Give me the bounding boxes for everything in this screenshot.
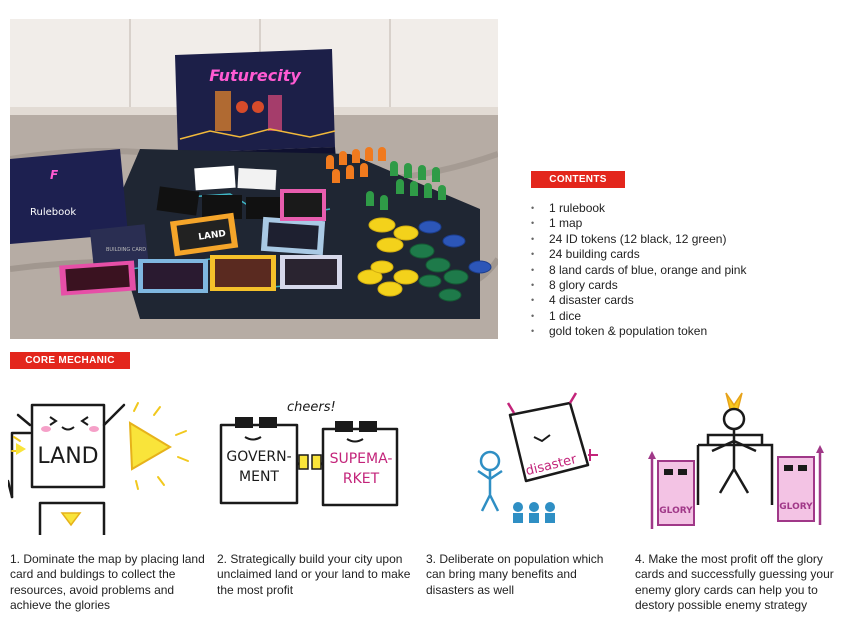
step-3-caption: 3. Deliberate on population which can br… <box>426 552 604 597</box>
box-title: Futurecity <box>209 66 301 85</box>
cheers-text: cheers! <box>287 400 336 415</box>
building-card-label: BUILDING CARD <box>106 247 146 253</box>
step-4-caption: 4. Make the most profit off the glory ca… <box>635 552 834 613</box>
step-1-caption: 1. Dominate the map by placing land card… <box>10 552 205 613</box>
board-game-photo: Futurecity Rulebook F BUILDING CARD LAND <box>10 19 498 339</box>
list-item: 4 disaster cards <box>531 293 746 309</box>
list-item: 1 rulebook <box>531 201 746 217</box>
population-disaster-illustration: disaster <box>477 392 598 523</box>
government-supermarket-illustration: cheers! GOVERN- MENT SUPEMA- RKET <box>219 400 399 507</box>
list-item: gold token & population token <box>531 324 746 340</box>
supermarket-art-text-2: RKET <box>343 471 380 487</box>
supermarket-art-text-1: SUPEMA- <box>330 451 393 467</box>
contents-heading: CONTENTS <box>531 171 625 188</box>
list-item: 24 building cards <box>531 247 746 263</box>
government-art-text-1: GOVERN- <box>226 449 291 465</box>
step-2-caption: 2. Strategically build your city upon un… <box>217 552 411 597</box>
contents-list: 1 rulebook 1 map 24 ID tokens (12 black,… <box>531 201 746 340</box>
glory-art-text-right: GLORY <box>779 502 813 512</box>
svg-text:F: F <box>50 168 59 182</box>
photo-illustration: Futurecity Rulebook F BUILDING CARD LAND <box>10 19 498 339</box>
land-card-label: LAND <box>198 229 227 243</box>
list-item: 8 glory cards <box>531 278 746 294</box>
government-art-text-2: MENT <box>239 469 279 485</box>
land-art-text: LAND <box>37 444 98 469</box>
list-item: 1 map <box>531 216 746 232</box>
glory-art-text-left: GLORY <box>659 506 693 516</box>
glory-cards-illustration: GLORY GLORY <box>648 392 824 529</box>
rulebook-label: Rulebook <box>30 207 76 218</box>
land-card-illustration: LAND <box>8 402 189 535</box>
list-item: 1 dice <box>531 309 746 325</box>
list-item: 24 ID tokens (12 black, 12 green) <box>531 232 746 248</box>
list-item: 8 land cards of blue, orange and pink <box>531 263 746 279</box>
core-mechanic-heading: CORE MECHANIC <box>10 352 130 369</box>
